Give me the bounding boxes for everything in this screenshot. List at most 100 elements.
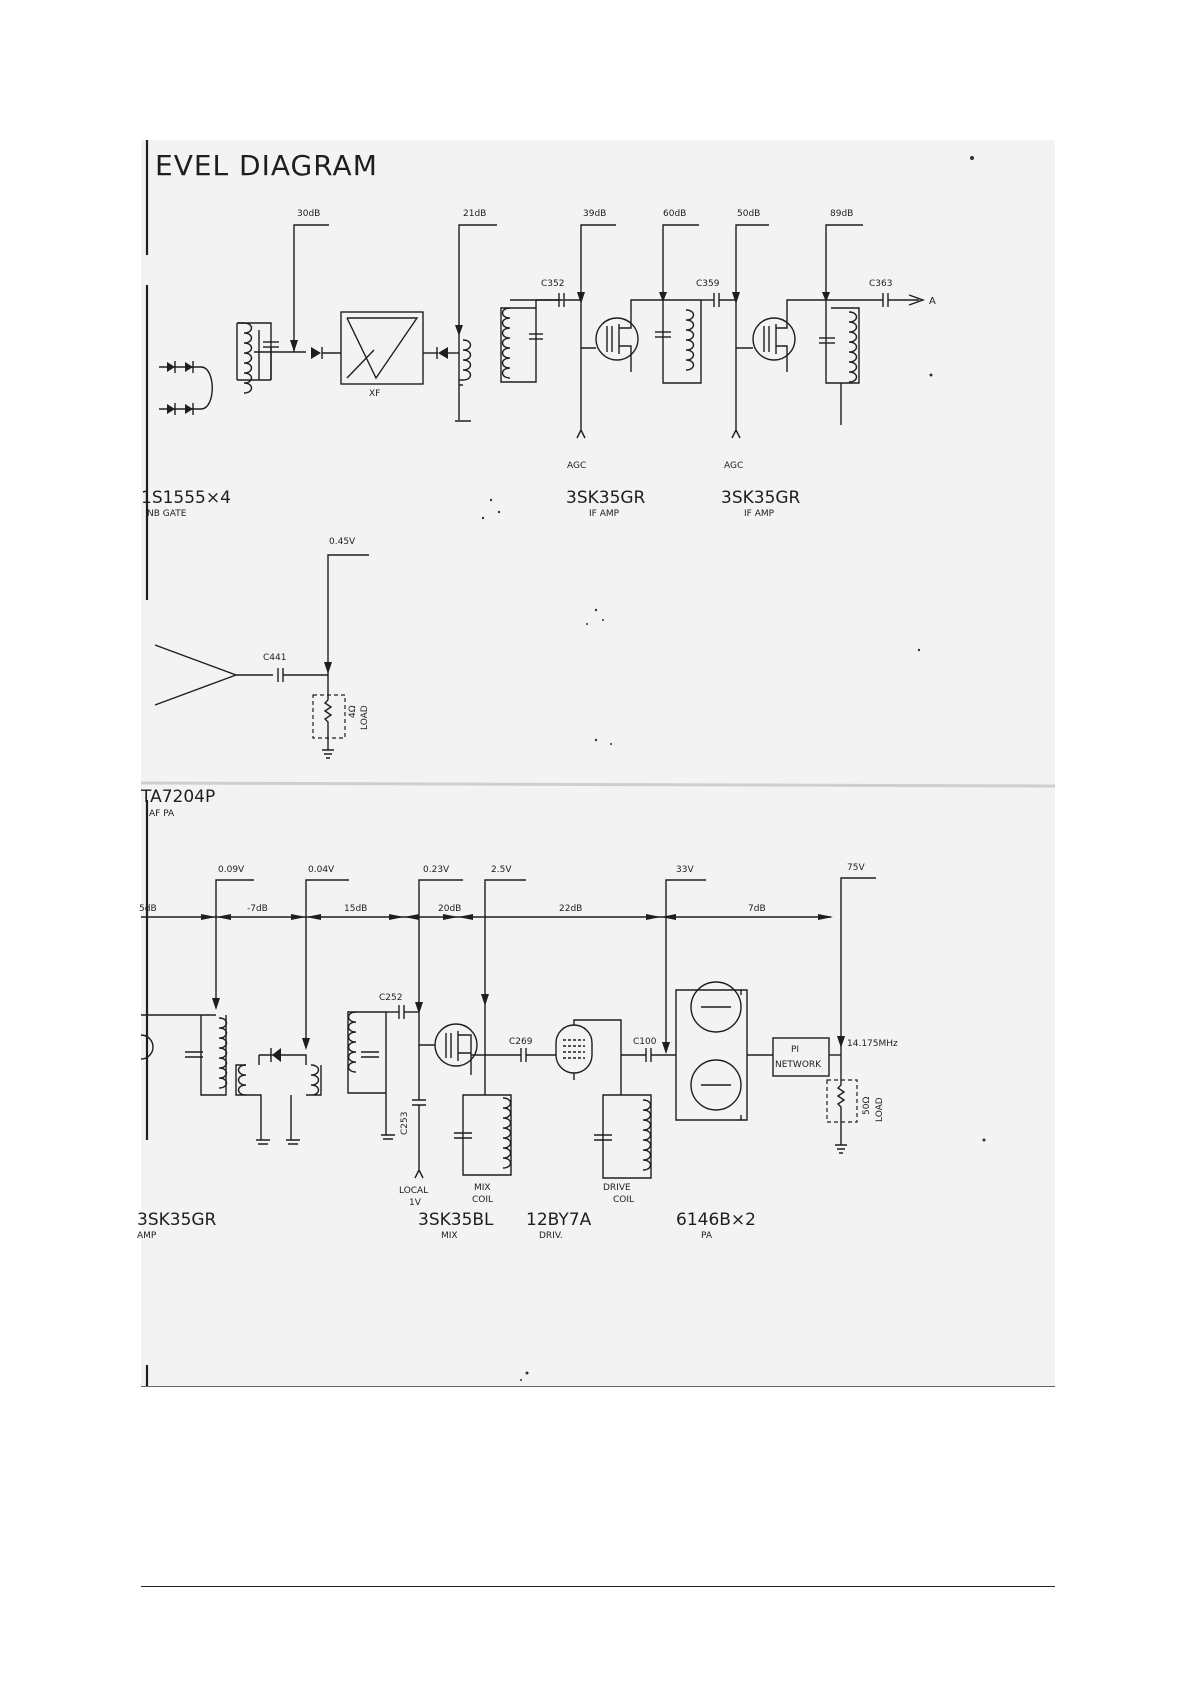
cap-label: C352: [541, 279, 564, 289]
device-name: 3SK35GR: [721, 488, 801, 508]
voltage-label: 0.09V: [218, 865, 245, 875]
device-name: 12BY7A: [526, 1210, 592, 1230]
drive-coil: DRIVE COIL: [594, 1085, 652, 1205]
cap-label: C252: [379, 993, 402, 1003]
page-fold: [140, 781, 1056, 788]
mixer-mosfet: C253 LOCAL 1V: [399, 1012, 485, 1208]
coil-label: COIL: [613, 1195, 634, 1205]
dummy-load-4ohm: 4Ω LOAD: [312, 675, 370, 759]
probe-89db: 89dB: [822, 209, 863, 302]
diagram-title: EVEL DIAGRAM: [155, 149, 378, 182]
gain-label: 7dB: [748, 904, 766, 914]
load-value: 50Ω: [862, 1097, 872, 1115]
probe-2-5v: 2.5V: [481, 865, 526, 1006]
cap-label: C359: [696, 279, 720, 289]
local-label: 1V: [409, 1198, 422, 1208]
probe-30db: 30dB: [290, 209, 329, 352]
scan-specks: [481, 156, 986, 1381]
if-tank-2: [819, 300, 860, 425]
probe-33v: 33V: [662, 865, 706, 1054]
network-label: PI: [791, 1045, 799, 1055]
diode: [311, 347, 321, 359]
capacitor-c269: C269: [485, 1037, 556, 1062]
probe-75v: 75V: [837, 863, 876, 1048]
if-transformer-1: [455, 299, 563, 422]
output-label: A: [929, 296, 936, 307]
gain-label: 22dB: [559, 904, 582, 914]
load-label: LOAD: [360, 705, 370, 730]
voltage-label: 0.23V: [423, 865, 450, 875]
device-name: 3SK35GR: [566, 488, 646, 508]
coil-label: DRIVE: [603, 1183, 631, 1193]
level-label: 60dB: [663, 209, 686, 219]
scanned-level-diagram: EVEL DIAGRAM: [137, 140, 1056, 1387]
cap-label: C269: [509, 1037, 533, 1047]
level-label: 30dB: [297, 209, 320, 219]
level-label: 21dB: [463, 209, 486, 219]
probe-0-45v: 0.45V: [324, 537, 369, 675]
probe-0-23v: 0.23V: [415, 865, 463, 1014]
af-amplifier: [154, 644, 273, 706]
agc-label: AGC: [724, 461, 743, 471]
pi-network: PI NETWORK: [772, 1037, 841, 1077]
filter-label: XF: [369, 389, 380, 399]
device-function: DRIV.: [539, 1231, 563, 1241]
probe-39db: 39dB: [577, 209, 616, 304]
agc-label: AGC: [567, 461, 586, 471]
capacitor-c441: C441: [263, 653, 328, 682]
voltage-label: 0.04V: [308, 865, 335, 875]
device-function: NB GATE: [147, 509, 187, 519]
pa-tubes: [675, 981, 773, 1121]
mix-coil: MIX COIL: [454, 1002, 512, 1205]
level-label: 89dB: [830, 209, 853, 219]
device-function: AF PA: [149, 809, 175, 819]
device-name: 3SK35GR: [137, 1210, 217, 1230]
gain-label: 20dB: [438, 904, 461, 914]
load-label: LOAD: [875, 1097, 885, 1122]
level-label: 50dB: [737, 209, 760, 219]
level-label: 0.45V: [329, 537, 356, 547]
device-name: 6146B×2: [676, 1210, 756, 1230]
tx-amp-output-tank: [140, 1014, 228, 1096]
level-label: 39dB: [583, 209, 606, 219]
capacitor-c359: C359: [696, 279, 736, 307]
gain-label: 15dB: [344, 904, 367, 914]
voltage-label: 33V: [676, 865, 694, 875]
schematic-canvas: EVEL DIAGRAM: [137, 140, 1056, 1386]
probe-60db: 60dB: [659, 209, 699, 302]
gain-label: -7dB: [247, 904, 268, 914]
if-tank-1: [655, 299, 702, 384]
capacitor-c363: C363 A: [826, 279, 936, 307]
noise-blanker-gate: [159, 322, 306, 415]
cap-label: C363: [869, 279, 892, 289]
gain-label: 5dB: [139, 904, 157, 914]
device-function: IF AMP: [589, 509, 620, 519]
probe-50db: 50dB: [732, 209, 769, 304]
probe-0-04v: 0.04V: [302, 865, 349, 1050]
load-value: 4Ω: [348, 705, 358, 718]
dummy-load-50ohm: 14.175MHz 50Ω LOAD: [826, 1039, 898, 1154]
capacitor-c100: C100: [621, 1037, 676, 1062]
tx-level-bus: 5dB -7dB 15dB 20dB 22dB 7dB: [139, 904, 833, 920]
device-name: 3SK35BL: [418, 1210, 494, 1230]
footer-rule: [141, 1586, 1055, 1587]
coil-label: COIL: [472, 1195, 493, 1205]
device-name: 1S1555×4: [141, 488, 231, 508]
device-name: TA7204P: [140, 787, 215, 807]
cap-label: C253: [400, 1112, 410, 1135]
driver-tube: [555, 1019, 622, 1085]
network-label: NETWORK: [775, 1060, 822, 1070]
mixer-input-tank: C252: [347, 993, 419, 1140]
device-function: PA: [701, 1231, 713, 1241]
frequency-label: 14.175MHz: [847, 1039, 898, 1049]
capacitor-c352: C352: [536, 279, 581, 307]
diode-bridge: [159, 361, 213, 415]
mosfet-if-amp-2: AGC: [724, 299, 826, 471]
voltage-label: 2.5V: [491, 865, 512, 875]
device-function: IF AMP: [744, 509, 775, 519]
local-label: LOCAL: [399, 1186, 428, 1196]
mosfet-if-amp-1: AGC: [567, 299, 663, 471]
input-transformer: [236, 322, 306, 394]
device-function: MIX: [441, 1231, 458, 1241]
